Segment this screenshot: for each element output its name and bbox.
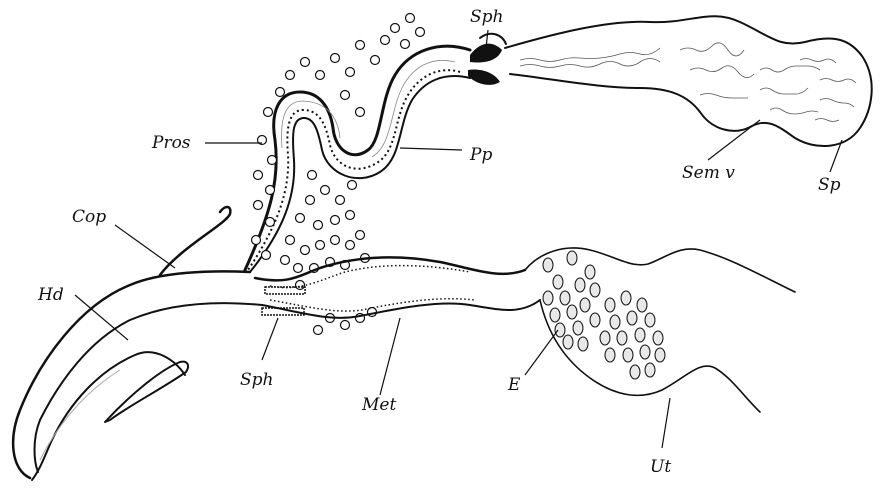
label-cop: Cop (72, 207, 106, 227)
egg-clusters (543, 251, 665, 379)
label-sph-top: Sph (470, 7, 503, 27)
sphincter-lower (262, 287, 305, 315)
label-met: Met (361, 395, 396, 415)
label-sem-v: Sem v (682, 163, 735, 183)
label-sph-bottom: Sph (240, 370, 273, 390)
label-pp: Pp (469, 145, 492, 165)
label-e: E (507, 375, 521, 395)
leader-lines (75, 30, 842, 448)
label-pros: Pros (151, 133, 191, 153)
label-ut: Ut (650, 457, 671, 477)
copulatory-organ (13, 207, 262, 480)
label-sp: Sp (818, 175, 841, 195)
label-hd: Hd (37, 285, 64, 305)
seminal-vesicle (505, 16, 872, 146)
